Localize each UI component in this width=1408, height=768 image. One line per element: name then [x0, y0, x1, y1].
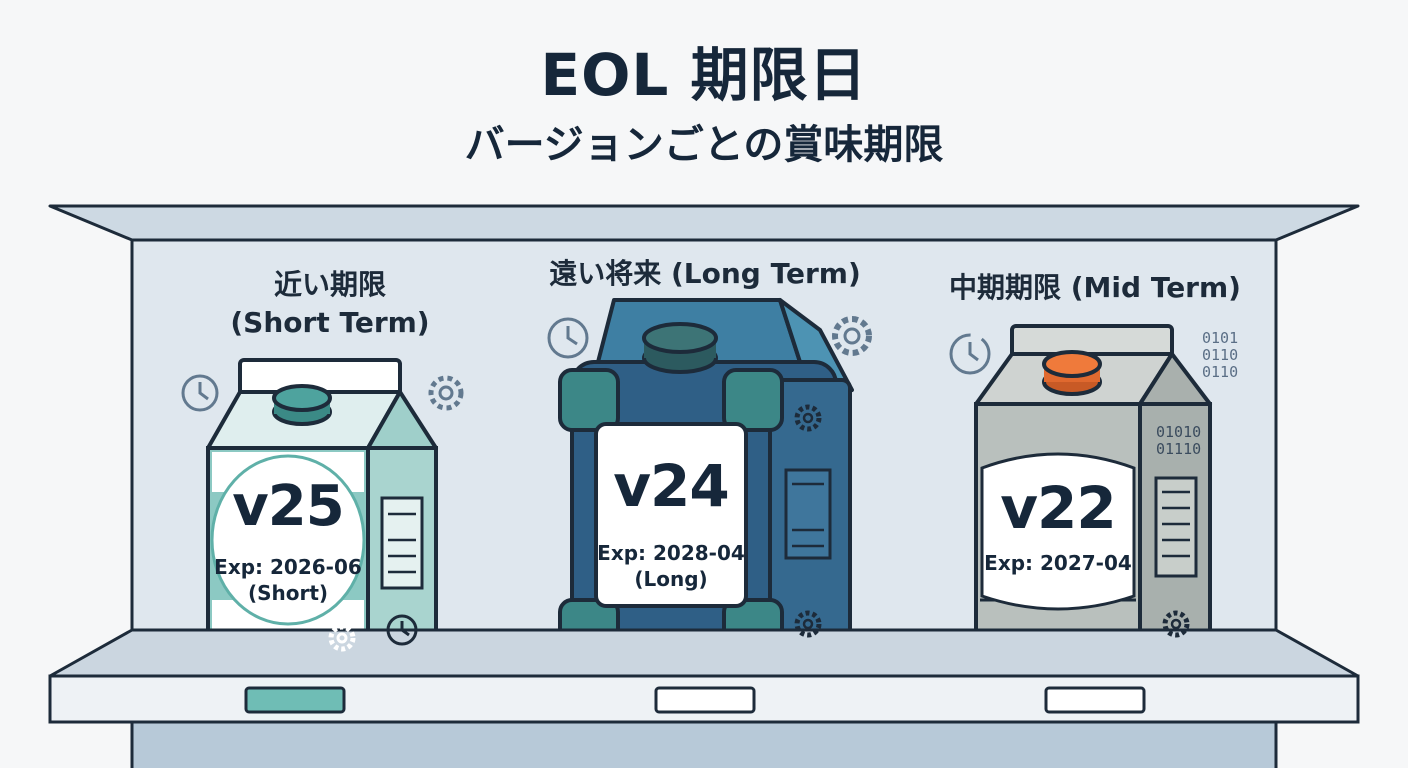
page-subtitle: バージョンごとの賞味期限	[464, 122, 944, 168]
term-label-long: 遠い将来 (Long Term)	[549, 257, 861, 290]
shelf-canopy	[48, 204, 1360, 242]
gear-icon	[328, 624, 356, 652]
gear-icon	[794, 404, 822, 432]
carton-v24	[558, 298, 854, 664]
expiry-v24: Exp: 2028-04 (Long)	[597, 541, 745, 591]
clock-icon	[181, 374, 219, 412]
expiry-v22: Exp: 2027-04	[984, 551, 1132, 575]
gear-icon	[1162, 610, 1190, 638]
clock-icon	[386, 614, 418, 646]
shelf-tag-1	[244, 686, 346, 714]
shelf-tag-3	[1044, 686, 1146, 714]
carton-v22	[974, 324, 1212, 664]
term-label-mid: 中期期限 (Mid Term)	[949, 271, 1241, 304]
gear-icon	[832, 316, 872, 356]
clock-icon	[547, 317, 589, 359]
page-title: EOL 期限日	[540, 41, 868, 109]
binary-text-top: 0101 0110 0110	[1202, 329, 1239, 381]
version-v22: v22	[1000, 474, 1117, 542]
term-label-short: 近い期限 (Short Term)	[230, 268, 430, 339]
binary-text-side: 01010 01110	[1156, 423, 1202, 458]
shelf-lower-wall	[130, 718, 1278, 768]
expiry-v25: Exp: 2026-06 (Short)	[214, 555, 362, 605]
version-v25: v25	[232, 474, 344, 539]
gear-icon	[428, 375, 464, 411]
gear-icon	[794, 610, 822, 638]
version-v24: v24	[613, 452, 730, 520]
shelf-tag-2	[654, 686, 756, 714]
shelf-top	[48, 628, 1360, 678]
clock-icon	[949, 333, 991, 375]
